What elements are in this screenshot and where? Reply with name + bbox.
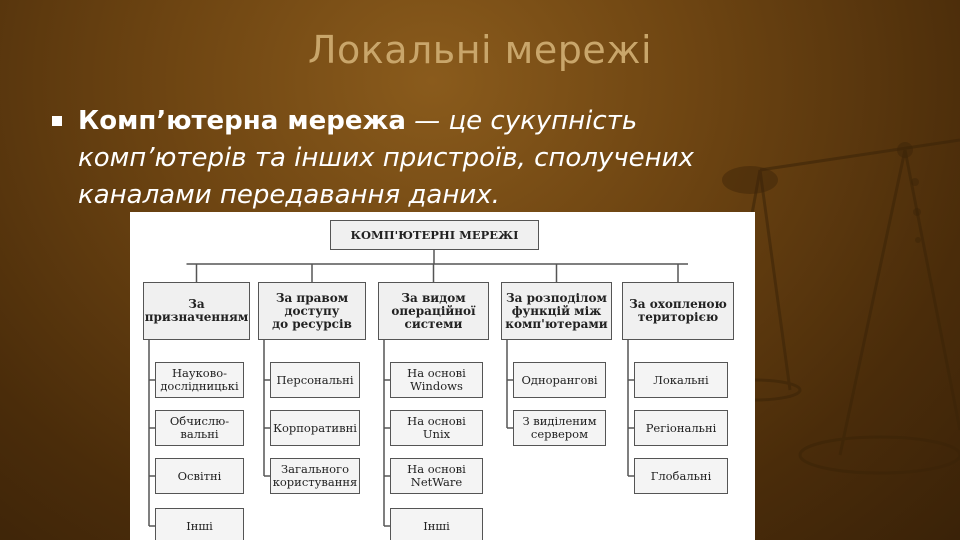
category-item: Регіональні [634,410,728,446]
category-item: На основі NetWare [390,458,483,494]
category-item: Інші [390,508,483,540]
category-item: Науково- дослідницькі [155,362,244,398]
category-heading-label: За правом доступу до ресурсів [272,290,352,331]
category-heading: За розподілом функцій між комп'ютерами [501,282,612,340]
category-item-label: На основі Windows [407,366,466,393]
category-heading: За видом операційної системи [378,282,489,340]
category-item-label: З виділеним сервером [522,414,597,441]
category-item: Локальні [634,362,728,398]
category-item: Освітні [155,458,244,494]
category-item-label: На основі Unix [407,414,466,441]
category-heading-label: За призначенням [144,297,249,324]
category-heading: За охопленою територією [622,282,734,340]
diagram-connectors [148,250,688,527]
definition-term: Комп’ютерна мережа [78,106,406,136]
category-item-label: На основі NetWare [407,462,466,489]
bullet-marker [52,116,62,126]
category-heading: За правом доступу до ресурсів [258,282,366,340]
category-item-label: Інші [186,518,213,533]
definition-text: Комп’ютерна мережа — це сукупність комп’… [78,103,778,214]
category-heading: За призначенням [143,282,250,340]
category-item: На основі Unix [390,410,483,446]
category-item: Однорангові [513,362,606,398]
category-item: Обчислю- вальні [155,410,244,446]
category-heading-label: За видом операційної системи [391,290,476,331]
category-item-label: Локальні [653,372,709,387]
category-item: На основі Windows [390,362,483,398]
category-item: Загального користування [270,458,360,494]
category-item-label: Глобальні [650,468,712,483]
category-item: Інші [155,508,244,540]
diagram-root-label: КОМП'ЮТЕРНІ МЕРЕЖІ [350,227,519,242]
definition-body: — це сукупність комп’ютерів та інших при… [78,106,694,210]
category-item-label: Загального користування [272,462,358,489]
category-item: Персональні [270,362,360,398]
category-item-label: Інші [423,518,450,533]
category-item-label: Регіональні [645,420,717,435]
category-heading-label: За розподілом функцій між комп'ютерами [505,290,608,331]
category-item: З виділеним сервером [513,410,606,446]
category-item: Корпоративні [270,410,360,446]
category-item-label: Науково- дослідницькі [160,366,239,393]
category-item-label: Освітні [177,468,222,483]
category-item-label: Однорангові [521,372,598,387]
category-item-label: Обчислю- вальні [169,414,230,441]
category-item-label: Персональні [276,372,354,387]
category-item-label: Корпоративні [273,420,357,435]
category-item: Глобальні [634,458,728,494]
category-heading-label: За охопленою територією [629,297,727,324]
slide-title: Локальні мережі [307,28,653,72]
diagram-root-box: КОМП'ЮТЕРНІ МЕРЕЖІ [330,220,539,250]
